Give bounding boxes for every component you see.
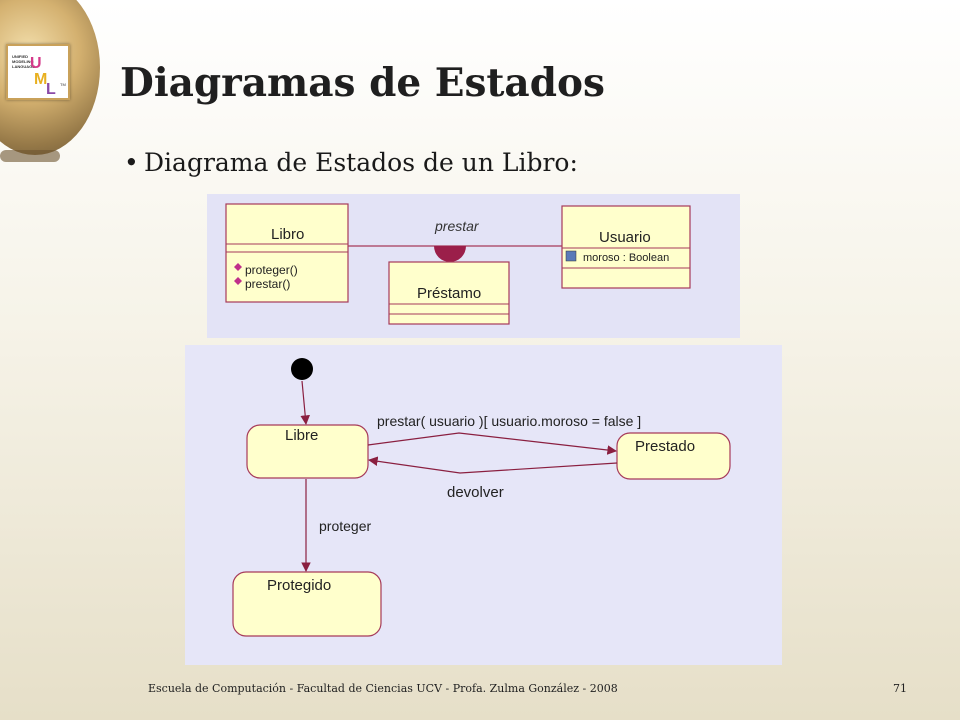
state-diagram-panel: Libre Prestado Protegido prestar( usuari…	[185, 345, 782, 665]
uml-tm: TM	[60, 82, 66, 87]
class-libro-op-1: proteger()	[245, 263, 298, 277]
slide-title: Diagramas de Estados	[120, 60, 605, 106]
transition-devolver	[368, 456, 618, 474]
transition-prestar-label: prestar( usuario )[ usuario.moroso = fal…	[377, 413, 641, 429]
transition-prestar	[367, 432, 617, 455]
globe-stand	[0, 150, 60, 162]
operation-icon	[234, 263, 242, 271]
attribute-icon	[565, 250, 577, 262]
initial-state	[291, 358, 313, 380]
page-number: 71	[893, 682, 907, 695]
state-diagram: Libre Prestado Protegido prestar( usuari…	[232, 358, 731, 637]
operation-icon	[234, 277, 242, 285]
class-diagram: prestar Libro proteger() prestar() Usuar…	[225, 203, 691, 325]
state-libre-label: Libre	[285, 427, 318, 444]
uml-letter-m: M	[34, 71, 47, 88]
association-class-marker	[434, 246, 466, 262]
uml-logo-small-text: UNIFIED MODELING LANGUAGE	[12, 54, 35, 69]
slide-footer: Escuela de Computación - Facultad de Cie…	[148, 682, 618, 695]
transition-proteger-label: proteger	[319, 518, 371, 534]
class-usuario: Usuario moroso : Boolean	[561, 205, 691, 289]
state-protegido: Protegido	[232, 571, 382, 637]
bullet-dot: •	[124, 148, 139, 177]
bullet-item: •Diagrama de Estados de un Libro:	[124, 148, 578, 177]
uml-letter-l: L	[46, 81, 56, 98]
state-protegido-label: Protegido	[267, 577, 331, 594]
class-libro-op-2: prestar()	[245, 277, 290, 291]
association-label: prestar	[434, 218, 480, 234]
bullet-text: Diagrama de Estados de un Libro:	[144, 148, 578, 177]
uml-logo: UNIFIED MODELING LANGUAGE U M L TM	[6, 44, 70, 100]
class-usuario-attr: moroso : Boolean	[583, 252, 669, 264]
transition-devolver-label: devolver	[447, 484, 504, 501]
uml-logo-letters: U M L TM	[30, 55, 66, 98]
class-libro-name: Libro	[271, 226, 304, 243]
transition-initial	[300, 380, 310, 425]
uml-letter-u: U	[30, 55, 42, 72]
class-prestamo: Préstamo	[388, 261, 510, 325]
state-libre: Libre	[246, 424, 369, 479]
state-prestado-label: Prestado	[635, 438, 695, 455]
class-usuario-name: Usuario	[599, 229, 651, 246]
state-prestado: Prestado	[616, 432, 731, 480]
class-diagram-panel: prestar Libro proteger() prestar() Usuar…	[207, 194, 740, 338]
class-prestamo-name: Préstamo	[417, 285, 481, 302]
class-libro: Libro proteger() prestar()	[225, 203, 349, 303]
